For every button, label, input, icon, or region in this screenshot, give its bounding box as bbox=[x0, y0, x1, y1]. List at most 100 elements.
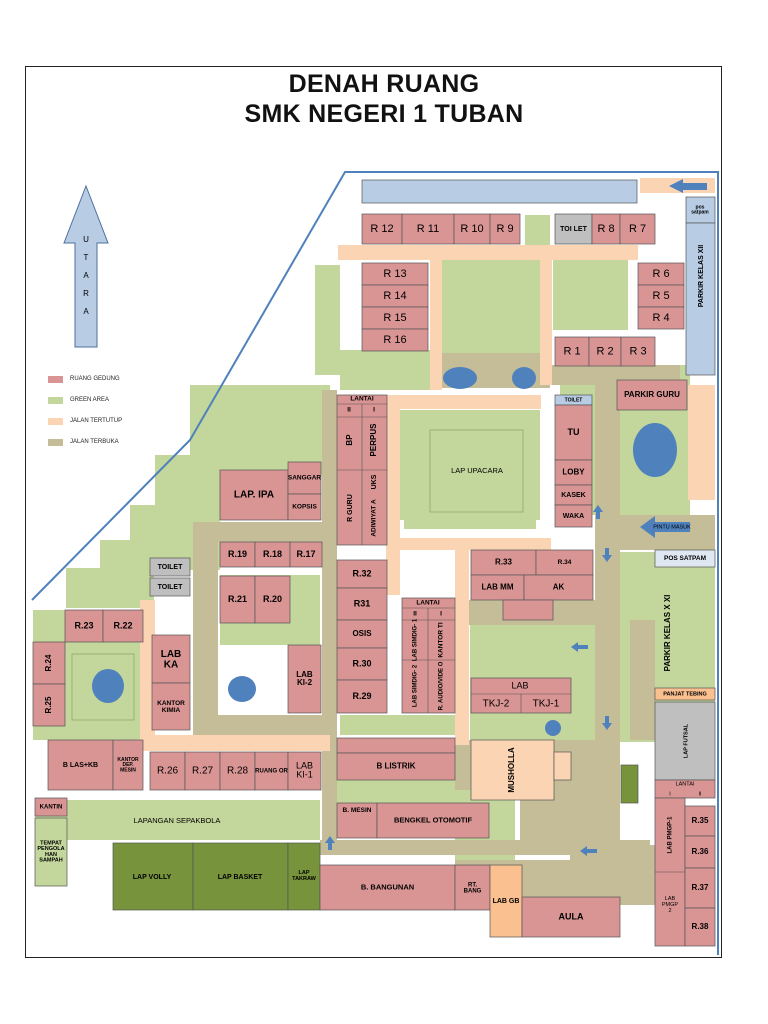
building-tempat-pengola bbox=[34, 817, 68, 887]
building-r26 bbox=[149, 751, 186, 791]
building-r4 bbox=[637, 306, 685, 330]
label-aula: AULA bbox=[559, 911, 584, 921]
pond-sw bbox=[92, 669, 124, 703]
building-r20 bbox=[254, 575, 291, 624]
label-r37: R.37 bbox=[692, 883, 709, 892]
open-road-gate bbox=[620, 515, 715, 550]
building-r30 bbox=[336, 647, 388, 681]
legend-swatch bbox=[48, 418, 63, 425]
building-aula bbox=[521, 896, 621, 938]
building-r24 bbox=[32, 641, 66, 685]
open-road-central-west bbox=[322, 390, 337, 840]
pond-2 bbox=[512, 367, 536, 389]
closed-road-upacara-west bbox=[386, 395, 400, 595]
label-r2: R 2 bbox=[596, 345, 613, 357]
label-r11: R 11 bbox=[417, 223, 439, 235]
label-tkj-1: TKJ-1 bbox=[533, 699, 560, 710]
label-lantai-right-ii: II bbox=[698, 791, 702, 797]
label-r22: R.22 bbox=[113, 620, 132, 630]
label-r7: R 7 bbox=[629, 223, 646, 235]
building-r18 bbox=[254, 541, 291, 568]
label-lab-mm: LAB MM bbox=[482, 583, 514, 592]
building-r33 bbox=[470, 549, 537, 576]
legend-label: GREEN AREA bbox=[70, 397, 110, 403]
label-r31: R31 bbox=[354, 598, 371, 608]
label-lab-gb: LAB GB bbox=[493, 898, 520, 905]
arrow-left-icon bbox=[580, 846, 597, 856]
green-area-north-strip bbox=[315, 265, 340, 375]
building-kantor-kimia bbox=[151, 682, 191, 731]
arrow-pintu-masuk-icon bbox=[640, 516, 690, 538]
label-sanggar: SANGGAR bbox=[288, 475, 322, 482]
label-lap-ipa: LAP. IPA bbox=[234, 490, 274, 501]
building-loby bbox=[554, 459, 593, 486]
label-toilet-top: TOI LET bbox=[560, 226, 587, 233]
label-adiwiyata: ADIWIYAT A bbox=[371, 499, 378, 537]
building-ruang-or bbox=[254, 751, 289, 791]
building-ak bbox=[523, 574, 594, 601]
building-toilet-b bbox=[149, 577, 191, 597]
label-toilet-a: TOILET bbox=[158, 564, 183, 571]
label-r26: R.26 bbox=[157, 766, 179, 777]
label-r-guru: R GURU bbox=[347, 494, 354, 522]
label-r23: R.23 bbox=[74, 620, 93, 630]
label-lap-futsal: LAP FUTSAL bbox=[683, 723, 689, 758]
label-tkj-2: TKJ-2 bbox=[483, 699, 510, 710]
label-toilet-tu: TOILET bbox=[565, 397, 583, 403]
arrow-up-icon bbox=[593, 505, 603, 519]
label-r20: R.20 bbox=[263, 594, 282, 604]
label-lantai-mid-i: I bbox=[440, 611, 442, 618]
label-bengkel-otomotif: BENGKEL OTOMOTIF bbox=[394, 815, 472, 824]
label-r6: R 6 bbox=[652, 268, 669, 280]
label-r3: R 3 bbox=[629, 345, 646, 357]
label-kantor-ti: KANTOR TI bbox=[438, 622, 445, 657]
label-r29: R.29 bbox=[352, 691, 371, 701]
building-under-ak bbox=[502, 599, 554, 621]
label-b-mesin: B. MESIN bbox=[343, 807, 372, 814]
building-musholla-wing bbox=[553, 751, 572, 781]
pond-5 bbox=[228, 676, 256, 702]
building-r11 bbox=[401, 213, 455, 245]
label-r5: R 5 bbox=[652, 290, 669, 302]
north-letter: R bbox=[83, 289, 89, 298]
green-area-listrik-front bbox=[340, 715, 460, 735]
closed-road-upacara-top bbox=[386, 395, 541, 409]
label-parkir-kelas-xii: PARKIR KELAS XII bbox=[698, 245, 705, 308]
label-lapangan-sepakbola: LAPANGAN SEPAKBOLA bbox=[134, 816, 221, 825]
building-osis bbox=[336, 619, 388, 649]
green-area-sepakbola bbox=[35, 800, 320, 840]
pond-6 bbox=[545, 720, 561, 736]
building-r21 bbox=[219, 575, 256, 624]
site-boundary-line bbox=[31, 171, 719, 955]
label-loby: LOBY bbox=[562, 468, 585, 477]
north-letter: U bbox=[83, 235, 89, 244]
label-r15: R 15 bbox=[383, 312, 406, 324]
open-road-south bbox=[320, 840, 650, 855]
building-r9 bbox=[489, 213, 521, 245]
label-rt-bang: RT.BANG bbox=[464, 882, 482, 894]
label-lantai-top-ii: II bbox=[347, 407, 351, 414]
building-r2 bbox=[588, 336, 622, 367]
label-r1: R 1 bbox=[563, 345, 580, 357]
map-title-line-2: SMK NEGERI 1 TUBAN bbox=[244, 100, 524, 128]
label-lantai-right-i: I bbox=[669, 791, 671, 797]
building-sanggar bbox=[287, 461, 322, 495]
label-r18: R.18 bbox=[263, 549, 282, 559]
legend-label: RUANG GEDUNG bbox=[70, 376, 120, 382]
label-b-bangunan: B. BANGUNAN bbox=[361, 882, 414, 891]
label-bp: BP bbox=[345, 434, 354, 446]
building-r23 bbox=[64, 609, 104, 643]
label-lab-pmgp-1: LAB PMGP-1 bbox=[668, 816, 674, 854]
label-lantai-top-i: I bbox=[373, 407, 375, 414]
building-lab-ki1 bbox=[287, 751, 322, 791]
label-r-audio-video: R. AUDIO/VIDE O bbox=[439, 661, 445, 710]
open-road-parkir bbox=[630, 620, 655, 740]
building-parkir-kelas-xii bbox=[685, 222, 716, 376]
label-r24: R.24 bbox=[44, 654, 53, 671]
